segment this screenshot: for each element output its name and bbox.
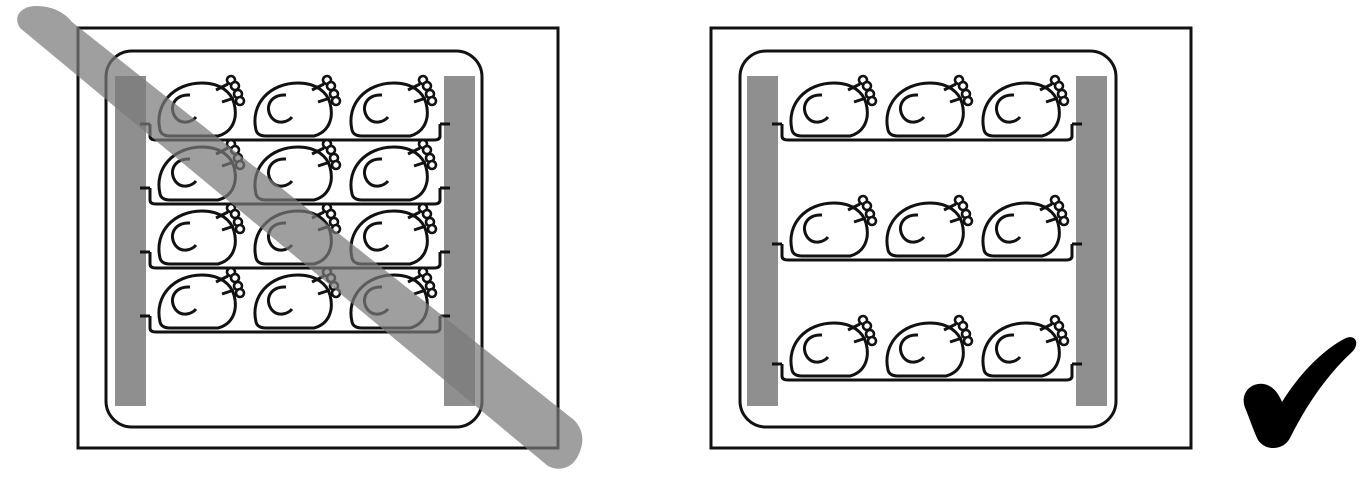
left-rack-rail: [747, 76, 778, 406]
checkmark-icon: [1243, 337, 1357, 449]
panel-incorrect: [17, 6, 583, 469]
shelf: [772, 314, 1082, 382]
panel-correct: [709, 26, 1193, 450]
baking-tray: [780, 124, 1074, 142]
oven-cavity: [738, 49, 1118, 429]
baking-tray: [780, 244, 1074, 262]
right-rack-rail: [1076, 76, 1107, 406]
baking-tray: [148, 252, 442, 270]
left-rack-rail: [115, 76, 146, 406]
shelf: [772, 74, 1082, 142]
shelf: [772, 194, 1082, 262]
shelf: [140, 202, 450, 270]
oven-cavity: [104, 49, 484, 429]
baking-tray: [148, 124, 442, 142]
strike-through-mark: [17, 6, 583, 469]
baking-tray: [780, 364, 1074, 382]
shelf-group: [772, 74, 1082, 382]
